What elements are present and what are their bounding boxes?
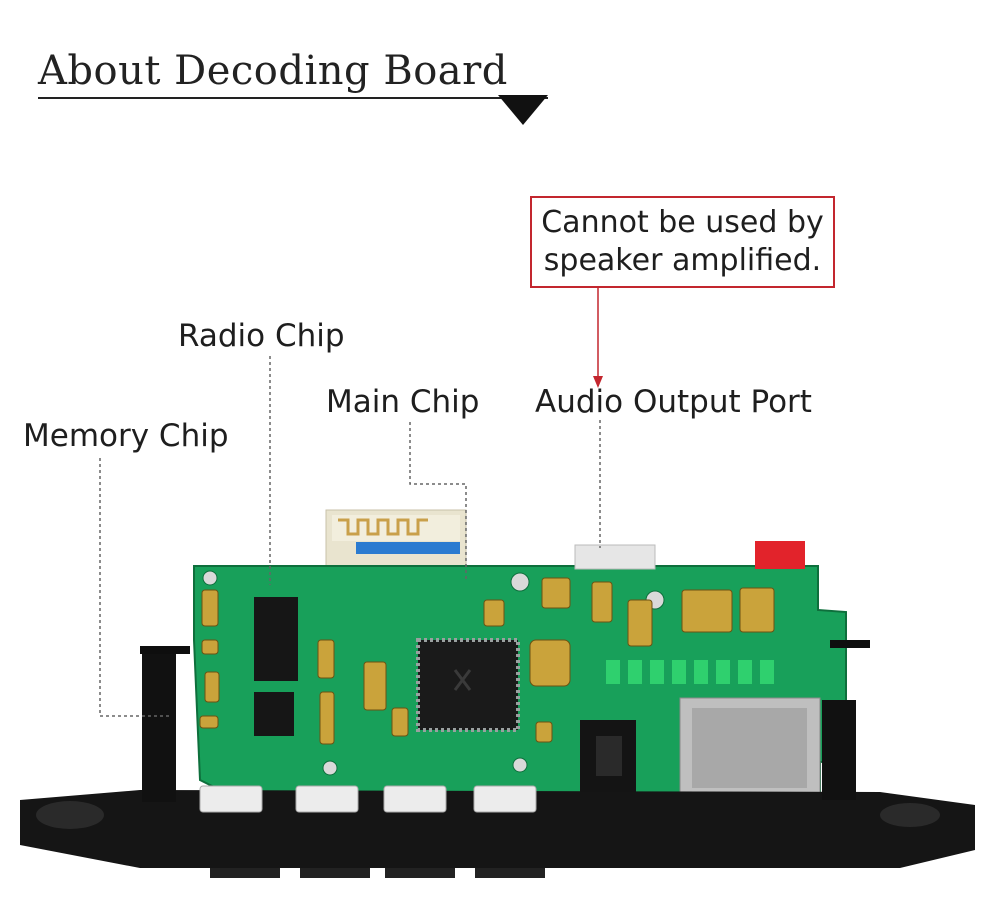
note-line-1: Cannot be used by	[541, 205, 824, 240]
page-title: About Decoding Board	[38, 48, 508, 94]
section-header: About Decoding Board	[38, 42, 558, 132]
callout-main-chip: Main Chip	[326, 384, 480, 420]
sd-card-slot	[679, 697, 821, 801]
button-connectors	[199, 785, 537, 813]
note-line-2: speaker amplified.	[543, 243, 822, 278]
memory-chip-u4	[254, 597, 298, 681]
triangle-down-icon	[498, 95, 548, 125]
callout-audio-output-port: Audio Output Port	[535, 384, 812, 420]
warning-note-box: Cannot be used by speaker amplified.	[530, 196, 835, 288]
top-connector	[574, 544, 656, 570]
callout-memory-chip: Memory Chip	[23, 418, 229, 454]
bluetooth-antenna-module	[325, 509, 467, 571]
led-pads	[606, 660, 774, 684]
smd-components	[199, 577, 775, 745]
title-underline	[38, 97, 548, 99]
callout-radio-chip: Radio Chip	[178, 318, 345, 354]
radio-chip-u3	[254, 692, 294, 736]
battery-connector	[755, 541, 805, 569]
main-chip-u6	[416, 638, 520, 732]
